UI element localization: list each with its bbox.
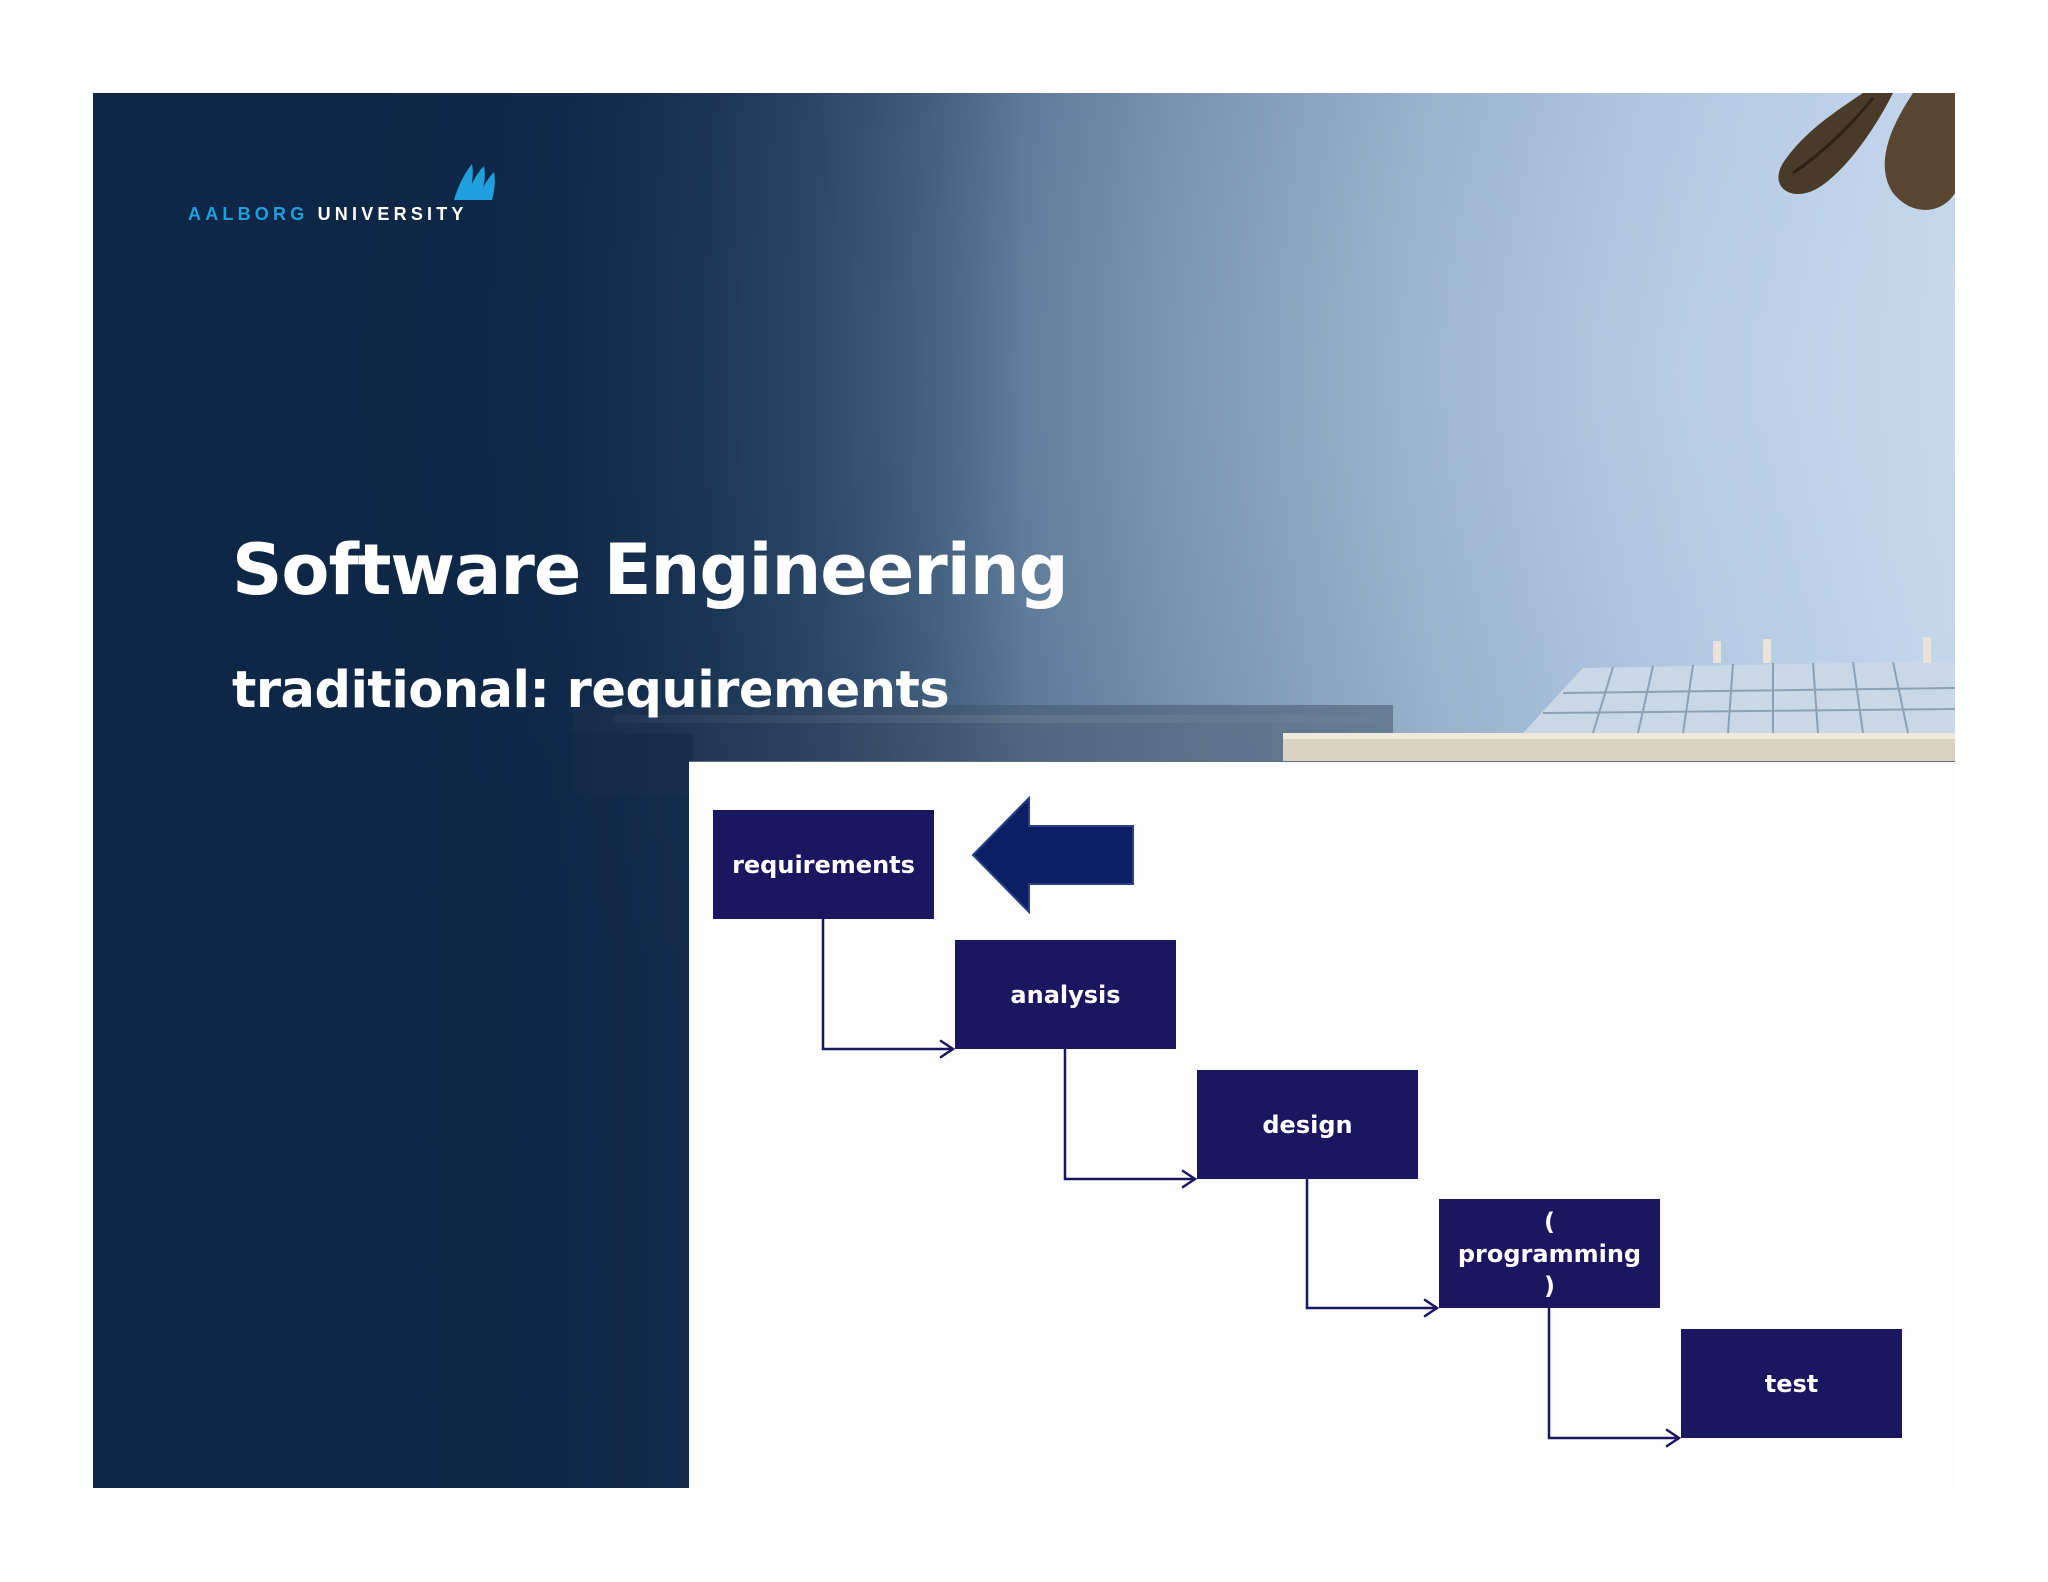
- arrowhead-design: [1181, 1169, 1198, 1189]
- slide-subtitle: traditional: requirements: [232, 661, 950, 720]
- step-analysis: analysis: [955, 940, 1176, 1049]
- arrowhead-programming: [1423, 1298, 1440, 1318]
- arrowhead-test: [1665, 1428, 1682, 1448]
- step-test-label: test: [1764, 1369, 1819, 1398]
- arrowhead-analysis: [939, 1039, 956, 1059]
- slide: AALBORG UNIVERSITY Software Engineering …: [93, 93, 1955, 1488]
- step-requirements-label: requirements: [732, 850, 915, 879]
- step-programming: ( programming ): [1439, 1199, 1660, 1308]
- logo-word-university: UNIVERSITY: [317, 204, 468, 224]
- step-programming-label: ( programming ): [1457, 1207, 1642, 1300]
- step-requirements: requirements: [713, 810, 934, 919]
- aalborg-university-logo: AALBORG UNIVERSITY: [188, 160, 528, 230]
- connector-lines: [821, 919, 1682, 1448]
- logo-wordmark: AALBORG UNIVERSITY: [188, 204, 468, 225]
- leaf-decoration-icon: [1778, 93, 1955, 210]
- connector-design-programming: [1305, 1179, 1437, 1310]
- logo-word-aalborg: AALBORG: [188, 204, 309, 224]
- left-arrow-icon: [971, 796, 1134, 914]
- connector-analysis-design: [1063, 1049, 1195, 1181]
- step-design: design: [1197, 1070, 1418, 1179]
- slide-title: Software Engineering: [232, 529, 1069, 611]
- waves-logo-icon: [454, 164, 495, 200]
- connector-requirements-analysis: [821, 919, 953, 1051]
- step-design-label: design: [1262, 1110, 1353, 1139]
- connector-programming-test: [1547, 1308, 1679, 1440]
- step-test: test: [1681, 1329, 1902, 1438]
- step-analysis-label: analysis: [1010, 980, 1121, 1009]
- waterfall-diagram-panel: requirements analysis design ( programmi…: [689, 761, 1955, 1488]
